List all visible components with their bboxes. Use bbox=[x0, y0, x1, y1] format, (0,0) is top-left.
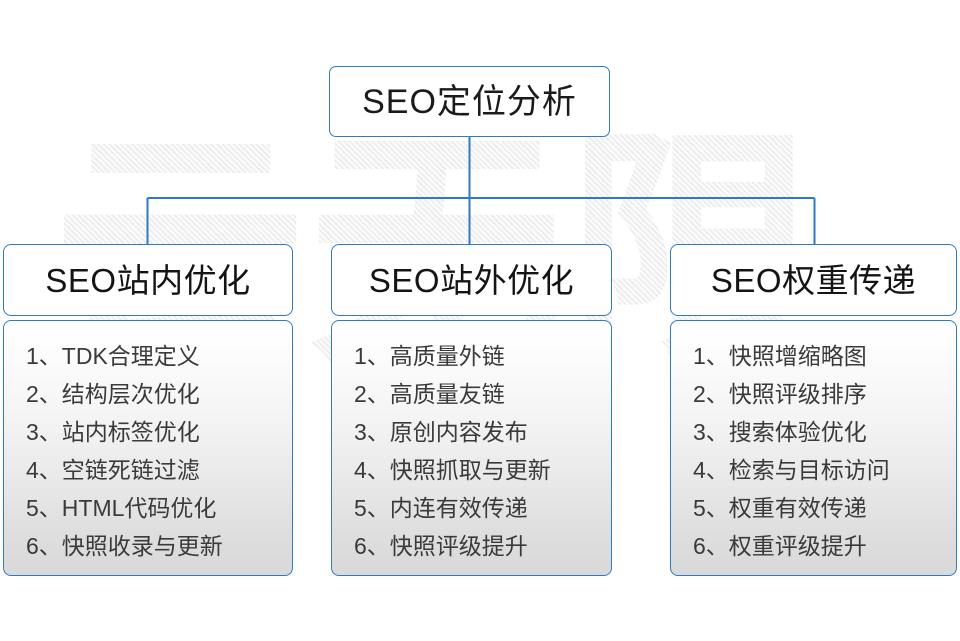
list-item[interactable]: 3、站内标签优化 bbox=[26, 419, 200, 445]
category-header-3[interactable]: SEO权重传递 bbox=[670, 244, 957, 316]
list-item[interactable]: 4、快照抓取与更新 bbox=[354, 457, 551, 483]
list-item[interactable]: 1、快照增缩略图 bbox=[693, 343, 867, 369]
category-column-1: SEO站内优化 1、TDK合理定义 2、结构层次优化 3、站内标签优化 4、空链… bbox=[3, 244, 293, 576]
list-item[interactable]: 2、快照评级排序 bbox=[693, 381, 867, 407]
list-item[interactable]: 5、权重有效传递 bbox=[693, 495, 867, 521]
list-item[interactable]: 2、结构层次优化 bbox=[26, 381, 200, 407]
category-column-3: SEO权重传递 1、快照增缩略图 2、快照评级排序 3、搜索体验优化 4、检索与… bbox=[670, 244, 957, 576]
category-header-label-1: SEO站内优化 bbox=[45, 261, 251, 299]
category-header-1[interactable]: SEO站内优化 bbox=[3, 244, 293, 316]
root-node-label: SEO定位分析 bbox=[362, 82, 577, 121]
list-item[interactable]: 5、HTML代码优化 bbox=[26, 495, 217, 521]
root-node[interactable]: SEO定位分析 bbox=[329, 66, 610, 137]
category-header-label-3: SEO权重传递 bbox=[710, 261, 917, 299]
list-item[interactable]: 6、快照评级提升 bbox=[354, 533, 528, 559]
category-body-2: 1、高质量外链 2、高质量友链 3、原创内容发布 4、快照抓取与更新 5、内连有… bbox=[331, 320, 612, 576]
list-item[interactable]: 3、原创内容发布 bbox=[354, 419, 528, 445]
list-item[interactable]: 2、高质量友链 bbox=[354, 381, 505, 407]
category-body-1: 1、TDK合理定义 2、结构层次优化 3、站内标签优化 4、空链死链过滤 5、H… bbox=[3, 320, 293, 576]
category-header-2[interactable]: SEO站外优化 bbox=[331, 244, 612, 316]
category-column-2: SEO站外优化 1、高质量外链 2、高质量友链 3、原创内容发布 4、快照抓取与… bbox=[331, 244, 612, 576]
list-item[interactable]: 4、检索与目标访问 bbox=[693, 457, 890, 483]
list-item[interactable]: 3、搜索体验优化 bbox=[693, 419, 867, 445]
list-item[interactable]: 1、高质量外链 bbox=[354, 343, 505, 369]
list-item[interactable]: 5、内连有效传递 bbox=[354, 495, 528, 521]
list-item[interactable]: 1、TDK合理定义 bbox=[26, 343, 200, 369]
list-item[interactable]: 4、空链死链过滤 bbox=[26, 457, 200, 483]
list-item[interactable]: 6、快照收录与更新 bbox=[26, 533, 223, 559]
category-header-label-2: SEO站外优化 bbox=[368, 261, 575, 299]
category-body-3: 1、快照增缩略图 2、快照评级排序 3、搜索体验优化 4、检索与目标访问 5、权… bbox=[670, 320, 957, 576]
list-item[interactable]: 6、权重评级提升 bbox=[693, 533, 867, 559]
